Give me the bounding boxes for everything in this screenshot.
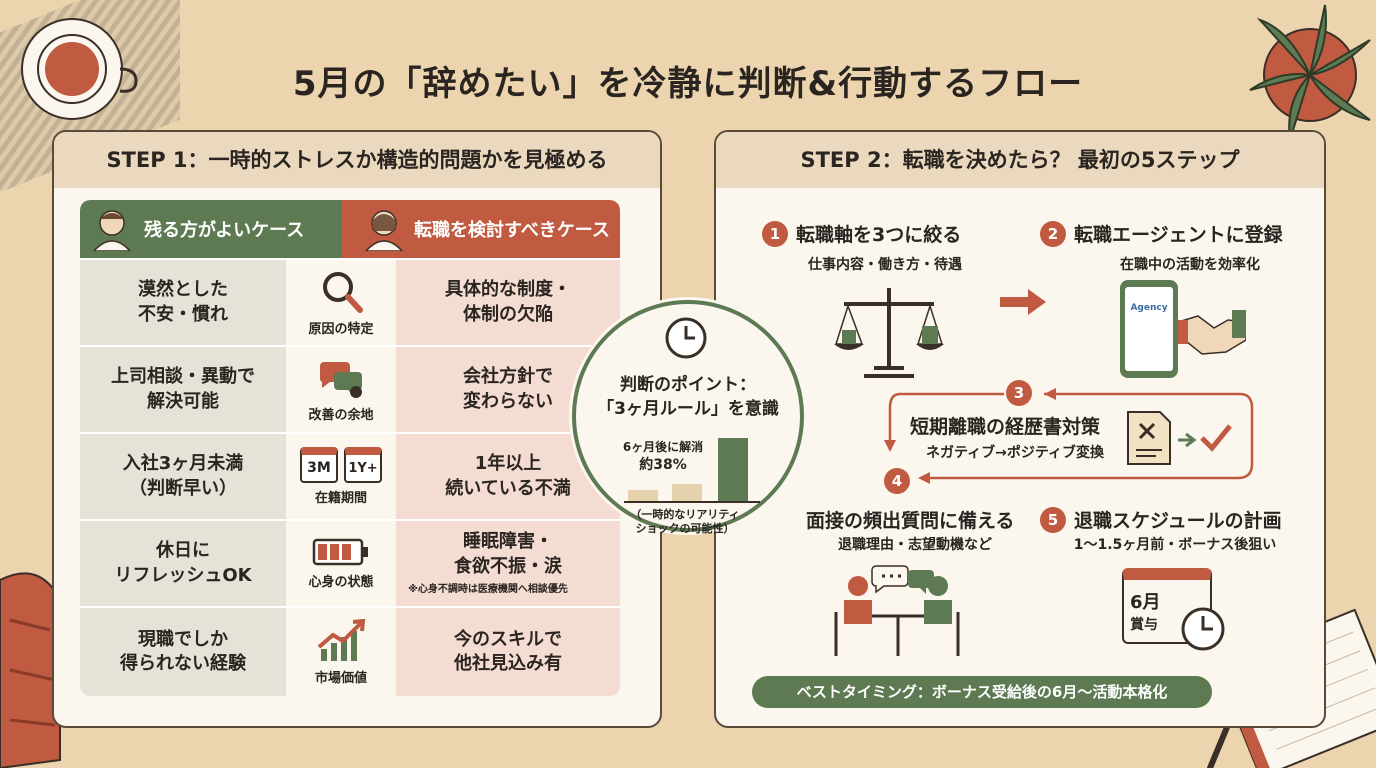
- step-5-title: 5 退職スケジュールの計画: [1040, 506, 1282, 533]
- criteria-cell: 市場価値: [286, 608, 396, 696]
- step-title-text: 退職スケジュールの計画: [1074, 510, 1282, 532]
- table-row: 上司相談・異動で 解決可能 改善の余地 会社方針で 変わらない: [80, 345, 620, 432]
- change-case-header: 転職を検討すべきケース: [342, 200, 620, 258]
- criteria-label: 市場価値: [314, 670, 367, 686]
- resume-check-icon: [1127, 411, 1232, 465]
- step-3-title: 短期離職の経歴書対策: [910, 416, 1101, 438]
- step-number-badge: 1: [762, 220, 788, 247]
- table-row: 漠然とした 不安・慣れ 原因の特定 具体的な制度・ 体制の欠陥: [80, 258, 620, 345]
- step-4-title: 面接の頻出質問に備える: [806, 510, 1015, 532]
- criteria-label: 在籍期間: [314, 491, 367, 506]
- caption-line1: （一時的なリアリティ: [630, 508, 740, 521]
- stay-case-header: 残る方がよいケース: [80, 200, 342, 258]
- comparison-table: 残る方がよいケース 転職を検討すべきケース 漠然とした 不安・慣れ 原因の特定 …: [80, 200, 620, 696]
- person-icon: [92, 210, 132, 251]
- stay-case-text: 入社3ヶ月未満 （判断早い）: [80, 434, 286, 519]
- magnifier-icon: [323, 272, 363, 313]
- interview-icon: [834, 565, 960, 656]
- change-case-text: 具体的な制度・ 体制の欠陥: [396, 260, 620, 345]
- stay-case-label: 残る方がよいケース: [144, 220, 305, 241]
- step2-heading: STEP 2：転職を決めたら？ 最初の5ステップ: [716, 132, 1324, 188]
- stay-case-text: 現職でしか 得られない経験: [80, 608, 286, 696]
- judgement-caption: （一時的なリアリティ ショックの可能性）: [610, 508, 760, 537]
- bar-mark: [718, 438, 748, 502]
- row-left-text: 上司相談・異動で 解決可能: [111, 366, 255, 412]
- calendar-1y-icon: 1Y+: [344, 447, 382, 483]
- worried-person-icon: [364, 210, 404, 251]
- judgement-title: 判断のポイント： 「3ヶ月ルール」を意識: [580, 374, 796, 422]
- calendar-pair-icon: 3M 1Y+: [300, 447, 382, 483]
- judgement-title-line1: 判断のポイント：: [620, 375, 756, 395]
- table-row: 入社3ヶ月未満 （判断早い） 3M 1Y+ 在籍期間 1年以上 続いている不満: [80, 432, 620, 519]
- bar-annotation-line1: 6ヶ月後に解消: [622, 440, 704, 454]
- calendar-month: 6月: [1130, 592, 1161, 613]
- mini-bar-chart: [624, 438, 760, 503]
- agency-label: Agency: [1130, 303, 1168, 313]
- criteria-cell: 原因の特定: [286, 260, 396, 345]
- row-right-text: 睡眠障害・ 食欲不振・涙: [454, 531, 562, 577]
- balance-scale-icon: [834, 288, 944, 378]
- row-right-text: 今のスキルで 他社見込み有: [454, 628, 562, 674]
- stay-case-text: 上司相談・異動で 解決可能: [80, 347, 286, 432]
- plant-icon: [1249, 4, 1371, 141]
- best-timing-banner: ベストタイミング：ボーナス受給後の6月〜活動本格化: [752, 676, 1212, 708]
- step-title-text: 転職エージェントに登録: [1074, 224, 1283, 246]
- row-left-text: 漠然とした 不安・慣れ: [138, 279, 228, 325]
- step1-heading: STEP 1：一時的ストレスか構造的問題かを見極める: [54, 132, 660, 188]
- calendar-3m-icon: 3M: [300, 447, 338, 483]
- change-case-text: 今のスキルで 他社見込み有: [396, 608, 620, 696]
- row-right-text: 1年以上 続いている不満: [445, 453, 571, 499]
- step-2-subtitle: 在職中の活動を効率化: [1120, 257, 1260, 273]
- growth-chart-icon: [317, 618, 366, 661]
- medical-note: ※心身不調時は医療機関へ相談優先: [408, 584, 568, 596]
- flow-connector: [884, 388, 1254, 484]
- bar-mark: [628, 490, 658, 502]
- step-5-subtitle: 1〜1.5ヶ月前・ボーナス後狙い: [1073, 537, 1277, 553]
- table-row: 現職でしか 得られない経験 市場価値 今のスキルで 他社見込み有: [80, 606, 620, 696]
- page-title: 5月の「辞めたい」を冷静に判断&行動するフロー: [292, 64, 1084, 104]
- criteria-label: 心身の状態: [308, 575, 374, 590]
- clock-icon: [665, 317, 707, 359]
- step-3-subtitle: ネガティブ→ポジティブ変換: [925, 445, 1105, 461]
- coffee-cup-icon: [21, 18, 138, 120]
- alarm-clock-icon: [1181, 607, 1225, 651]
- stay-case-text: 休日に リフレッシュOK: [80, 521, 286, 606]
- step-number-badge: 2: [1040, 220, 1066, 247]
- step-4-badge: 4: [884, 468, 910, 494]
- row-right-text: 会社方針で 変わらない: [463, 366, 553, 412]
- row-left-text: 休日に リフレッシュOK: [114, 540, 252, 586]
- row-left-text: 入社3ヶ月未満 （判断早い）: [122, 453, 244, 499]
- step-2-title: 2 転職エージェントに登録: [1040, 220, 1283, 247]
- step-3-badge: 3: [1006, 380, 1032, 406]
- calendar-label: 賞与: [1130, 617, 1158, 633]
- bar-annotation: 6ヶ月後に解消 約38%: [608, 440, 718, 474]
- table-row: 休日に リフレッシュOK 心身の状態 睡眠障害・ 食欲不振・涙 ※心身不調時は医…: [80, 519, 620, 606]
- chat-gear-icon: [319, 362, 362, 398]
- phone-screen: Agency: [1125, 287, 1173, 371]
- criteria-cell: 改善の余地: [286, 347, 396, 432]
- change-case-text: 睡眠障害・ 食欲不振・涙 ※心身不調時は医療機関へ相談優先: [396, 521, 620, 606]
- stay-case-text: 漠然とした 不安・慣れ: [80, 260, 286, 345]
- arrow-right-icon: [1000, 289, 1046, 315]
- step-title-text: 転職軸を3つに絞る: [796, 224, 962, 246]
- step-1-subtitle: 仕事内容・働き方・待遇: [808, 257, 962, 273]
- handshake-icon: [1178, 310, 1246, 355]
- criteria-label: 改善の余地: [308, 408, 374, 423]
- criteria-cell: 心身の状態: [286, 521, 396, 606]
- row-left-text: 現職でしか 得られない経験: [120, 628, 246, 674]
- step-number-badge: 5: [1040, 506, 1066, 533]
- change-case-label: 転職を検討すべきケース: [414, 220, 610, 241]
- criteria-label: 原因の特定: [308, 322, 374, 337]
- judgement-title-line2: 「3ヶ月ルール」を意識: [597, 398, 779, 419]
- step-1-title: 1 転職軸を3つに絞る: [762, 220, 961, 247]
- caption-line2: ショックの可能性）: [635, 522, 735, 536]
- phone-icon: Agency: [1120, 280, 1178, 378]
- bar-annotation-line2: 約38%: [639, 456, 687, 473]
- row-right-text: 具体的な制度・ 体制の欠陥: [445, 279, 571, 325]
- battery-icon: [312, 538, 368, 566]
- banner-text: ベストタイミング：ボーナス受給後の6月〜活動本格化: [796, 683, 1168, 701]
- criteria-cell: 3M 1Y+ 在籍期間: [286, 434, 396, 519]
- bar-mark: [672, 484, 702, 502]
- step-4-subtitle: 退職理由・志望動機など: [838, 537, 992, 553]
